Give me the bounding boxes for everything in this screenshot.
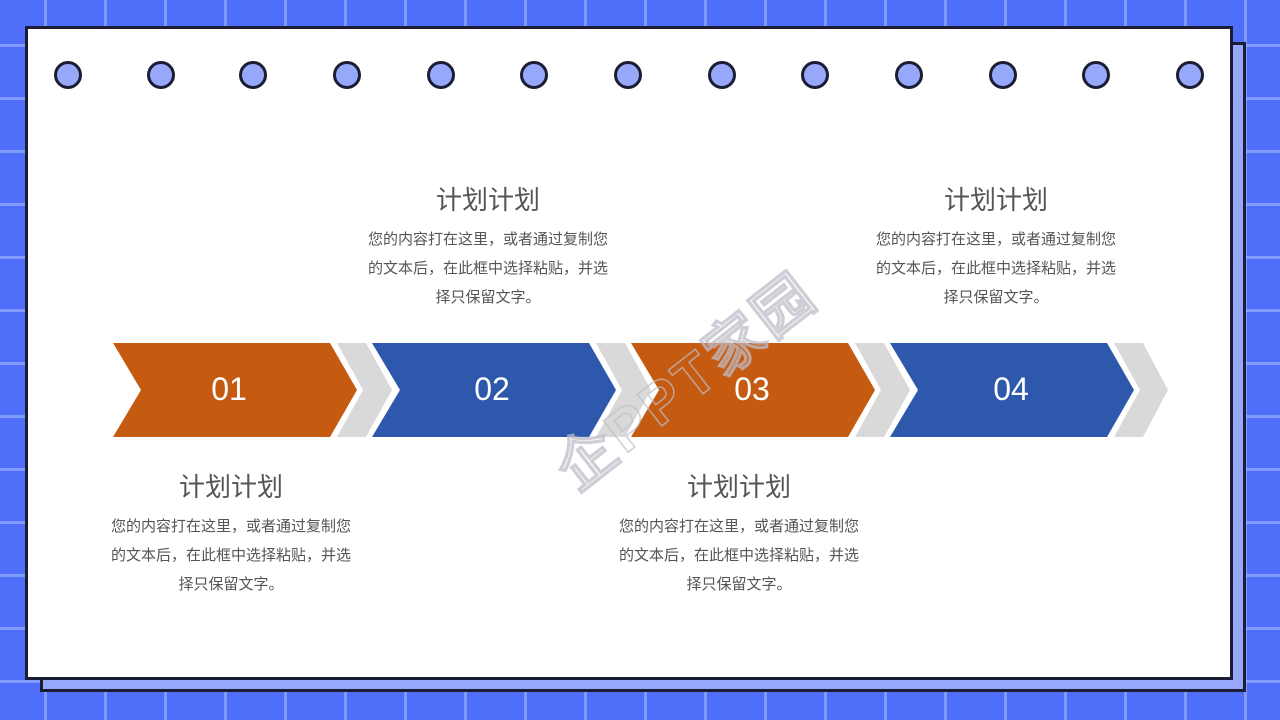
step-text-02: 计划计划 您的内容打在这里，或者通过复制您 的文本后，在此框中选择粘贴，并选 择… [353, 183, 623, 312]
step-text-01: 计划计划 您的内容打在这里，或者通过复制您 的文本后，在此框中选择粘贴，并选 择… [96, 470, 366, 599]
body-line: 的文本后，在此框中选择粘贴，并选 [110, 547, 351, 564]
body-line: 择只保留文字。 [435, 289, 541, 306]
body-line: 择只保留文字。 [178, 576, 284, 593]
binder-hole-icon [1176, 61, 1204, 89]
binder-hole-icon [614, 61, 642, 89]
binder-hole-icon [427, 61, 455, 89]
step-body: 您的内容打在这里，或者通过复制您 的文本后，在此框中选择粘贴，并选 择只保留文字… [861, 225, 1131, 312]
body-line: 的文本后，在此框中选择粘贴，并选 [367, 260, 608, 277]
step-number-04: 04 [993, 371, 1029, 407]
body-line: 择只保留文字。 [943, 289, 1049, 306]
step-title: 计划计划 [686, 472, 791, 502]
body-line: 的文本后，在此框中选择粘贴，并选 [875, 260, 1116, 277]
step-text-04: 计划计划 您的内容打在这里，或者通过复制您 的文本后，在此框中选择粘贴，并选 择… [861, 183, 1131, 312]
step-title: 计划计划 [435, 185, 540, 215]
binder-hole-icon [54, 61, 82, 89]
body-line: 您的内容打在这里，或者通过复制您 [618, 518, 859, 535]
step-number-02: 02 [474, 371, 510, 407]
body-line: 的文本后，在此框中选择粘贴，并选 [618, 547, 859, 564]
binder-hole-icon [708, 61, 736, 89]
binder-hole-icon [1082, 61, 1110, 89]
step-body: 您的内容打在这里，或者通过复制您 的文本后，在此框中选择粘贴，并选 择只保留文字… [604, 512, 874, 599]
binder-hole-icon [989, 61, 1017, 89]
step-title: 计划计划 [178, 472, 283, 502]
step-body: 您的内容打在这里，或者通过复制您 的文本后，在此框中选择粘贴，并选 择只保留文字… [353, 225, 623, 312]
body-line: 您的内容打在这里，或者通过复制您 [875, 231, 1116, 248]
step-title: 计划计划 [943, 185, 1048, 215]
binder-hole-icon [520, 61, 548, 89]
binder-holes [28, 29, 1230, 129]
step-number-01: 01 [211, 371, 247, 407]
body-line: 择只保留文字。 [686, 576, 792, 593]
binder-hole-icon [239, 61, 267, 89]
binder-hole-icon [895, 61, 923, 89]
body-line: 您的内容打在这里，或者通过复制您 [110, 518, 351, 535]
step-number-03: 03 [734, 371, 770, 407]
binder-hole-icon [147, 61, 175, 89]
body-line: 您的内容打在这里，或者通过复制您 [367, 231, 608, 248]
binder-hole-icon [333, 61, 361, 89]
step-text-03: 计划计划 您的内容打在这里，或者通过复制您 的文本后，在此框中选择粘贴，并选 择… [604, 470, 874, 599]
step-body: 您的内容打在这里，或者通过复制您 的文本后，在此框中选择粘贴，并选 择只保留文字… [96, 512, 366, 599]
binder-hole-icon [801, 61, 829, 89]
